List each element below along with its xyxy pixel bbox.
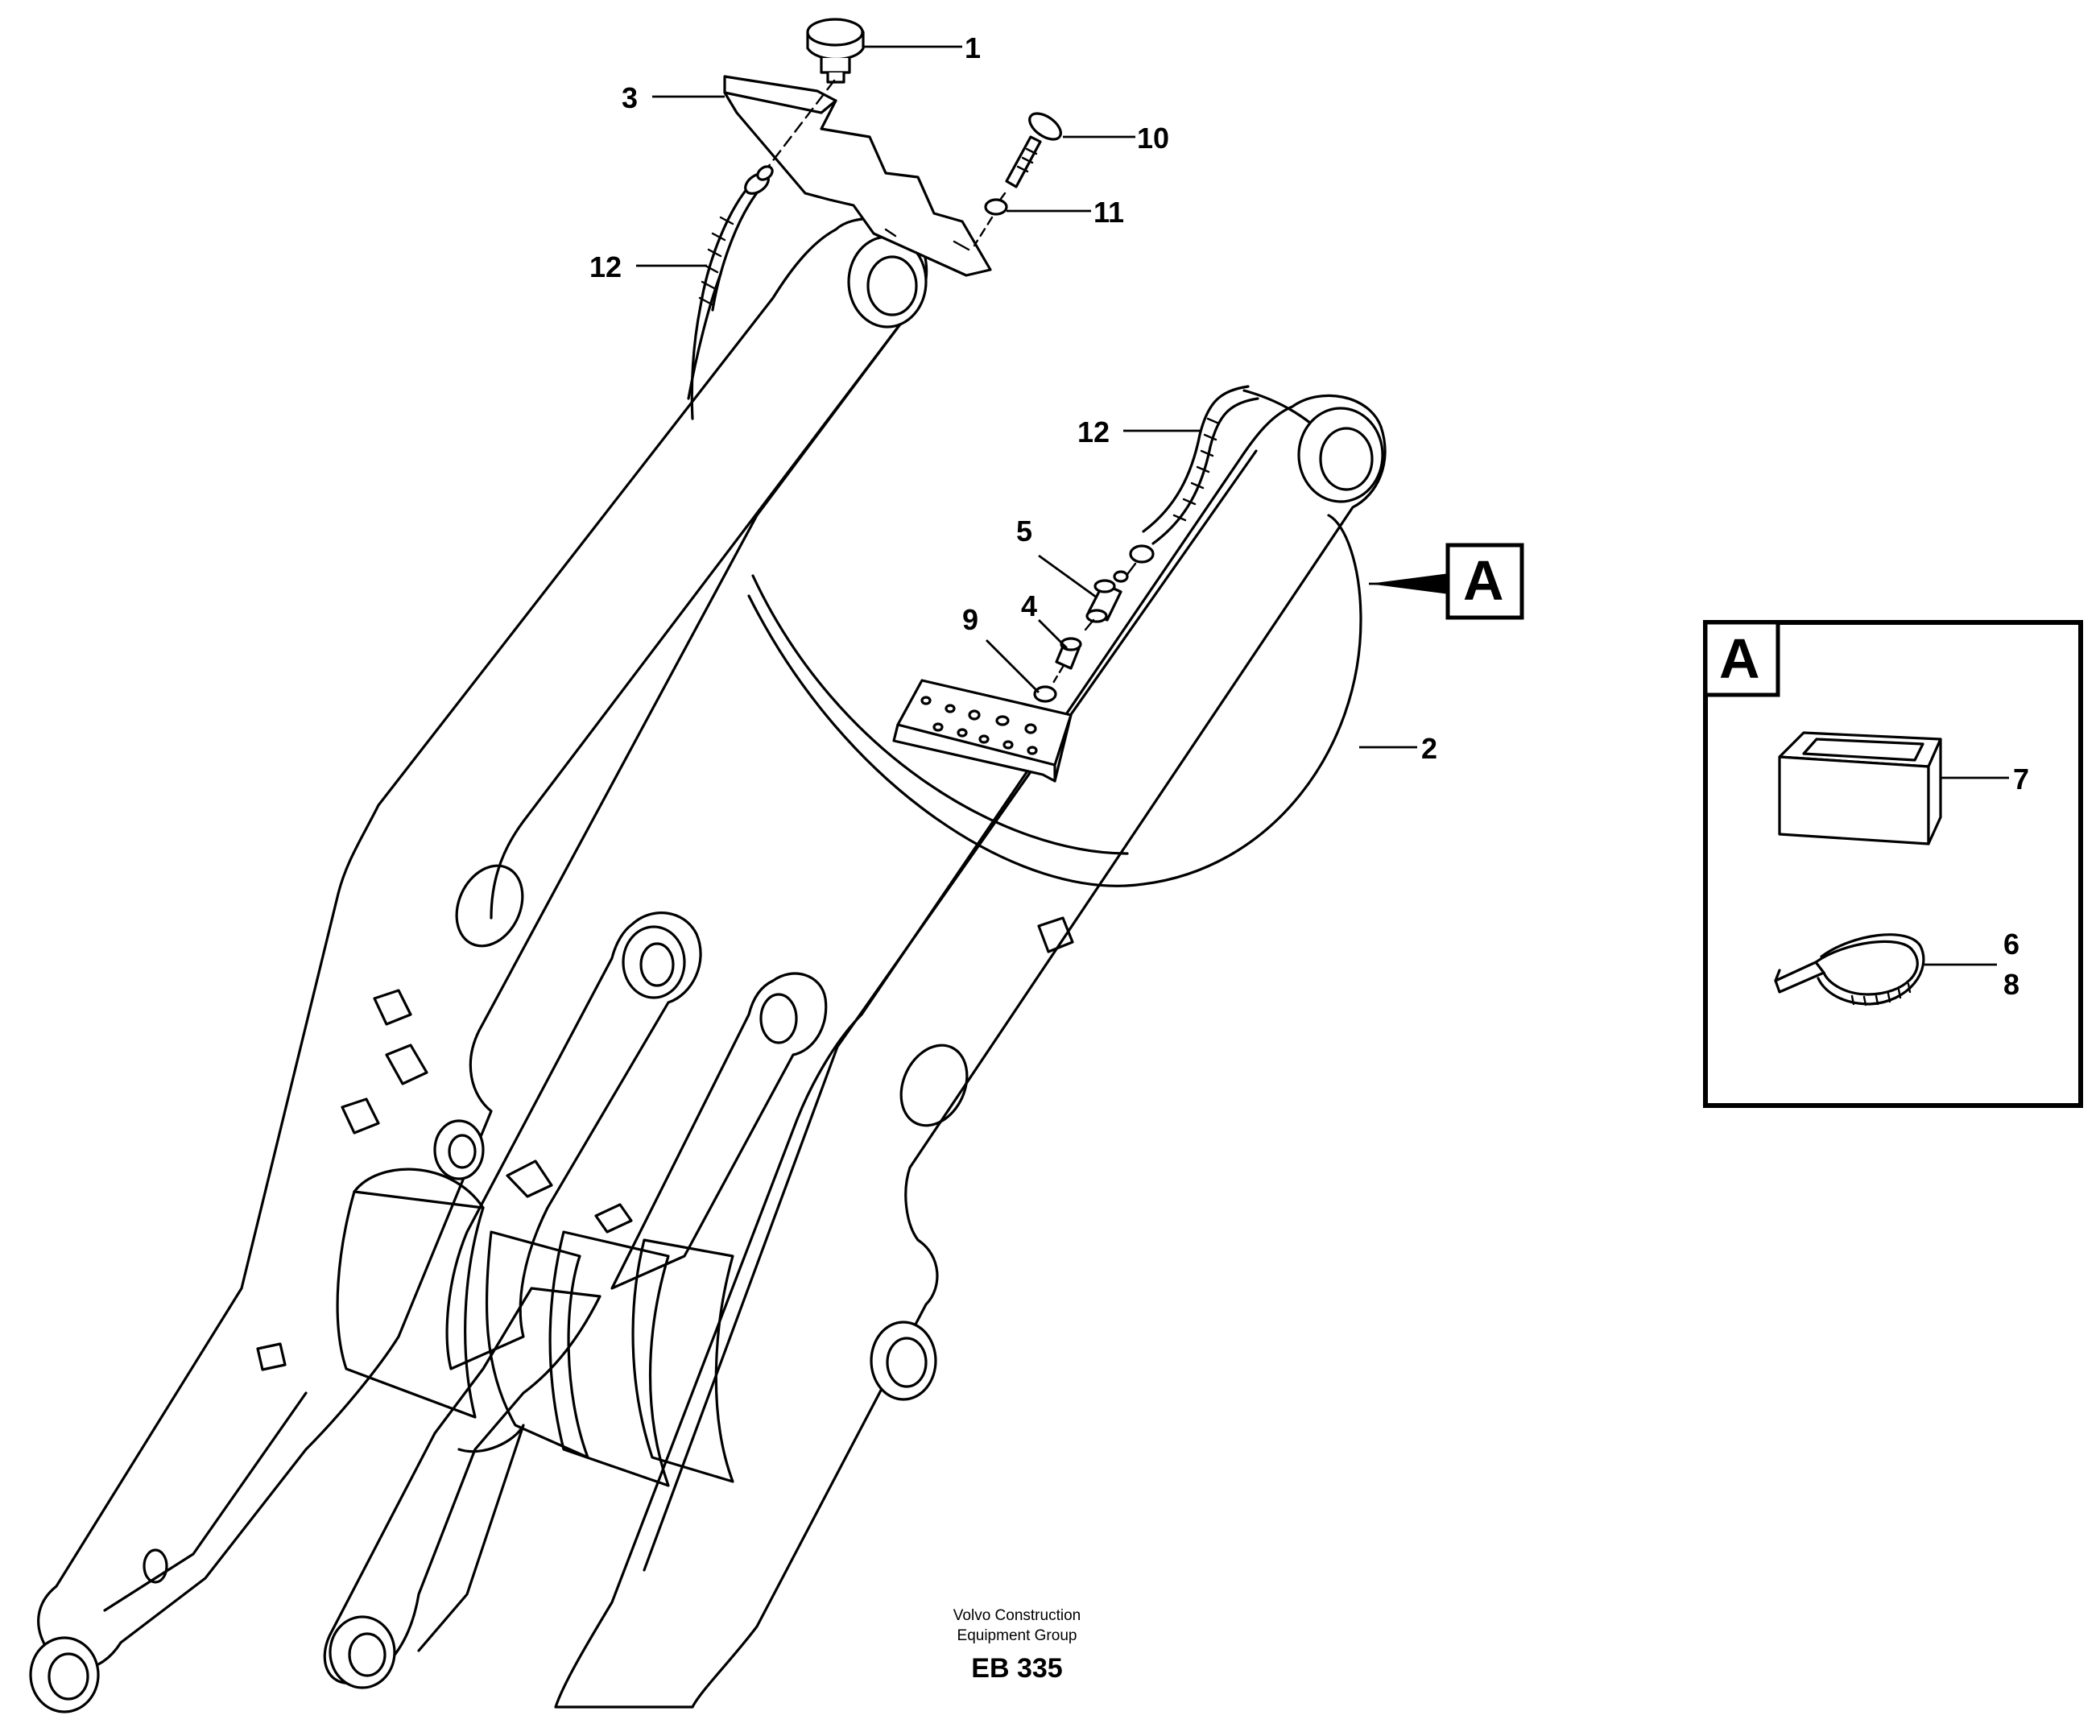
callout-4: 4 <box>1021 589 1037 622</box>
detail-box-letter: A <box>1719 627 1760 690</box>
bellcrank <box>323 1287 601 1685</box>
right-boom-arm <box>554 394 1387 1709</box>
lower-hardware <box>892 385 1259 783</box>
callout-8: 8 <box>2003 968 2019 1001</box>
callout-12-lower: 12 <box>1077 415 1110 448</box>
callout-12-upper: 12 <box>589 250 622 283</box>
boom-assembly <box>29 217 1387 1713</box>
nut-4 <box>1055 637 1082 670</box>
bolt <box>1005 112 1062 188</box>
callout-3: 3 <box>622 81 638 114</box>
callout-11: 11 <box>1093 196 1124 229</box>
right-top-boss <box>1297 407 1384 503</box>
plate-holes <box>920 696 1038 755</box>
callout-5: 5 <box>1016 515 1032 548</box>
callout-6: 6 <box>2003 928 2019 961</box>
detail-reference-a: A <box>1445 543 1524 620</box>
cable-lower <box>1142 385 1250 533</box>
footer: Volvo Construction Equipment Group EB 33… <box>953 1607 1081 1684</box>
cable-tie-icon <box>1774 933 1925 1006</box>
sensor-knob <box>806 18 865 84</box>
footer-group: Equipment Group <box>957 1627 1077 1644</box>
footer-company: Volvo Construction <box>953 1607 1081 1624</box>
top-hardware <box>690 18 1062 420</box>
washer-9 <box>1033 685 1057 703</box>
cross-tube <box>336 1190 485 1419</box>
guard-disc <box>747 514 1362 887</box>
detail-reference-letter: A <box>1463 549 1504 612</box>
sleeve-icon <box>1778 731 1942 845</box>
footer-code: EB 335 <box>971 1653 1062 1684</box>
callout-1: 1 <box>965 31 981 64</box>
callout-9: 9 <box>962 603 978 636</box>
callout-7: 7 <box>2013 763 2029 796</box>
callout-10: 10 <box>1137 122 1169 155</box>
callout-labels: 1 3 10 11 12 12 5 4 9 2 <box>589 31 1437 765</box>
washer-11 <box>984 198 1008 216</box>
cable-upper <box>690 182 753 420</box>
tilt-link <box>445 911 702 1370</box>
mounting-bracket <box>723 75 992 277</box>
callout-2: 2 <box>1421 732 1437 765</box>
connector-5 <box>1085 579 1122 623</box>
leader-lines <box>636 45 1449 749</box>
detail-box-a: A 7 6 8 <box>1703 620 2083 1108</box>
tilt-link-2 <box>610 972 828 1290</box>
